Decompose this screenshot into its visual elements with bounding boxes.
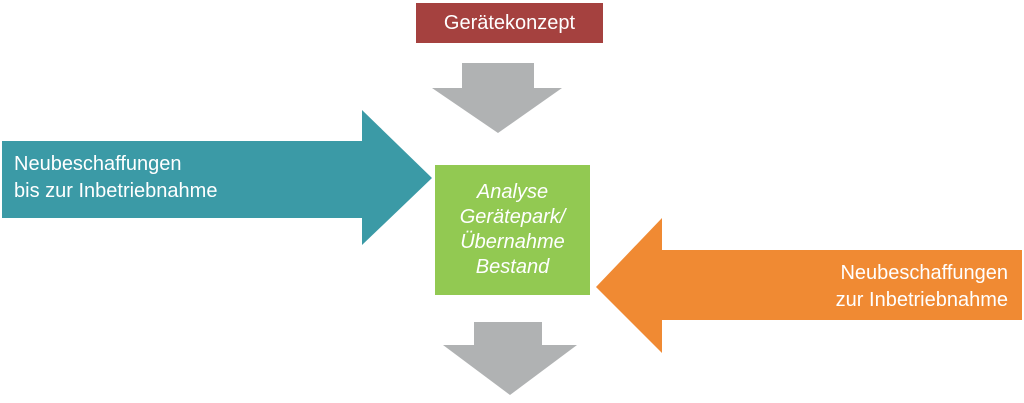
analysis-line: Bestand bbox=[475, 256, 550, 278]
left-arrow-line: Neubeschaffungen bbox=[14, 153, 182, 175]
left-arrow-line: bis zur Inbetriebnahme bbox=[14, 180, 218, 202]
left-arrow bbox=[2, 110, 432, 245]
bottom-down-arrow bbox=[443, 322, 577, 395]
analysis-line: Analyse bbox=[476, 181, 549, 203]
left-arrow-label: Neubeschaffungen bis zur Inbetriebnahme bbox=[14, 151, 217, 205]
top-down-arrow bbox=[432, 63, 562, 133]
analysis-line: Gerätepark/ bbox=[459, 206, 566, 228]
analysis-line: Übernahme bbox=[460, 231, 565, 253]
device-concept-label: Gerätekonzept bbox=[443, 11, 576, 34]
device-concept-box: Gerätekonzept bbox=[416, 3, 603, 43]
right-arrow-line: Neubeschaffungen bbox=[840, 262, 1008, 284]
right-arrow bbox=[596, 218, 1022, 353]
right-arrow-label: Neubeschaffungen zur Inbetriebnahme bbox=[836, 260, 1008, 314]
analysis-box: Analyse Gerätepark/ Übernahme Bestand bbox=[435, 165, 590, 295]
right-arrow-line: zur Inbetriebnahme bbox=[835, 289, 1008, 311]
